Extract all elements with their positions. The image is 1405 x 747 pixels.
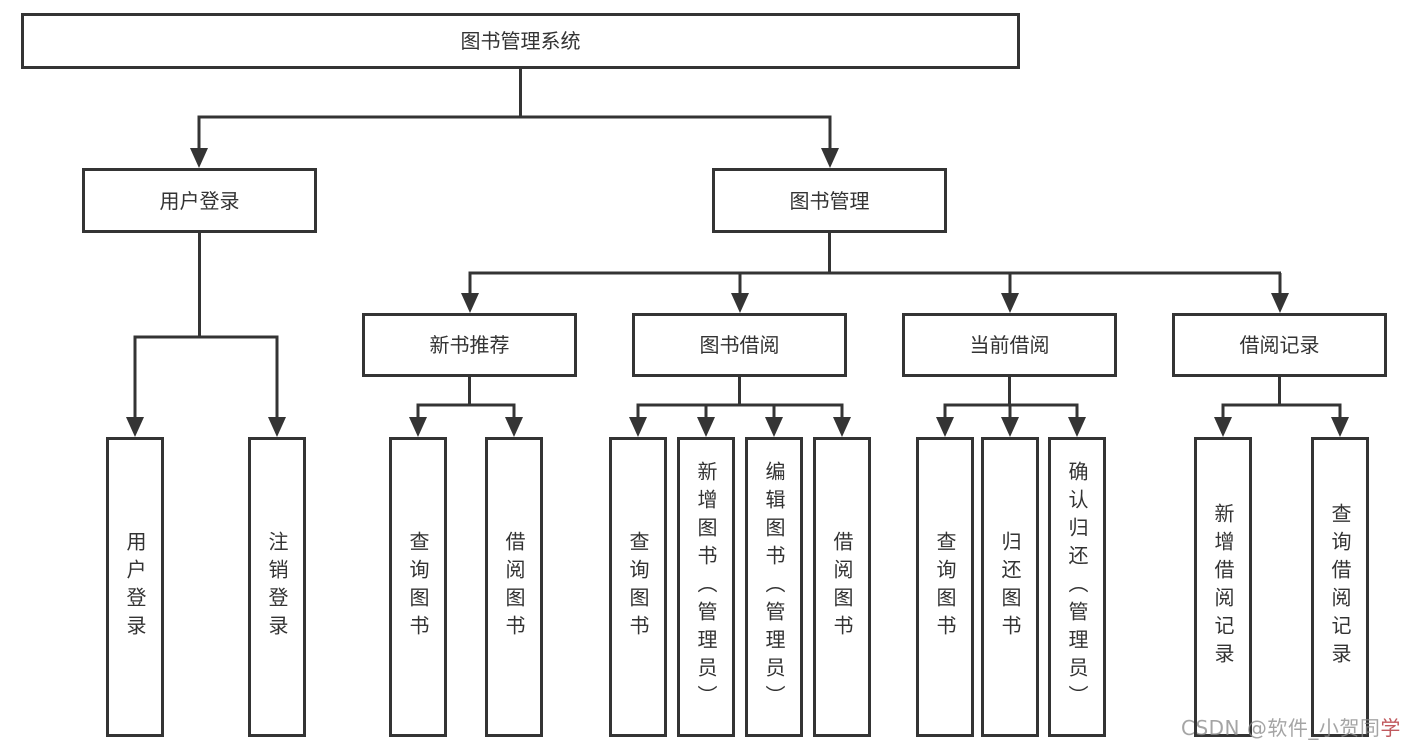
leaf-bb-edit-books-admin: 编辑图书（管理员） [745, 437, 803, 737]
arrowheads-root-to-level2 [190, 148, 839, 168]
leaf-nb-query-books-label: 查询图书 [406, 531, 430, 643]
leaf-user-login-label: 用户登录 [123, 531, 147, 643]
leaf-user-login: 用户登录 [106, 437, 164, 737]
leaf-bb-borrow-books: 借阅图书 [813, 437, 871, 737]
node-book-management: 图书管理 [712, 168, 947, 233]
leaf-bb-borrow-books-label: 借阅图书 [830, 531, 854, 643]
node-new-book-recommend: 新书推荐 [362, 313, 577, 377]
connector-current-borrow-branch [943, 377, 1079, 419]
node-root: 图书管理系统 [21, 13, 1020, 69]
csdn-watermark-text: CSDN @软件_小贺同 [1181, 716, 1381, 740]
node-user-login: 用户登录 [82, 168, 317, 233]
leaf-cb-return-books-label: 归还图书 [998, 531, 1022, 643]
leaf-logout-label: 注销登录 [265, 531, 289, 643]
connector-user-login-branch [133, 233, 279, 419]
connector-new-book-branch [416, 377, 516, 419]
connector-root-to-level2 [197, 69, 832, 150]
arrowheads-new-book-branch [409, 417, 523, 437]
connector-borrow-records-branch [1221, 377, 1342, 419]
leaf-br-add-borrow-record-label: 新增借阅记录 [1211, 503, 1235, 671]
node-book-borrow: 图书借阅 [632, 313, 847, 377]
arrowheads-current-borrow-branch [936, 417, 1086, 437]
leaf-cb-return-books: 归还图书 [981, 437, 1039, 737]
node-borrow-records: 借阅记录 [1172, 313, 1387, 377]
leaf-nb-borrow-books: 借阅图书 [485, 437, 543, 737]
leaf-br-query-borrow-record-label: 查询借阅记录 [1328, 503, 1352, 671]
leaf-br-add-borrow-record: 新增借阅记录 [1194, 437, 1252, 737]
leaf-cb-confirm-return-admin-label: 确认归还（管理员） [1065, 461, 1089, 713]
node-new-book-recommend-label: 新书推荐 [429, 333, 510, 357]
csdn-watermark: CSDN @软件_小贺同学 [1181, 716, 1401, 740]
arrowheads-borrow-records-branch [1214, 417, 1349, 437]
connector-book-borrow-branch [636, 377, 844, 419]
leaf-nb-borrow-books-label: 借阅图书 [502, 531, 526, 643]
node-borrow-records-label: 借阅记录 [1239, 333, 1320, 357]
node-current-borrow-label: 当前借阅 [969, 333, 1050, 357]
node-book-borrow-label: 图书借阅 [699, 333, 780, 357]
node-current-borrow: 当前借阅 [902, 313, 1117, 377]
leaf-bb-add-books-admin-label: 新增图书（管理员） [694, 461, 718, 713]
leaf-cb-query-books: 查询图书 [916, 437, 974, 737]
arrowheads-book-borrow-branch [629, 417, 851, 437]
leaf-bb-add-books-admin: 新增图书（管理员） [677, 437, 735, 737]
node-user-login-label: 用户登录 [159, 188, 240, 213]
leaf-bb-query-books-label: 查询图书 [626, 531, 650, 643]
leaf-bb-edit-books-admin-label: 编辑图书（管理员） [762, 461, 786, 713]
node-book-management-label: 图书管理 [789, 188, 870, 213]
leaf-br-query-borrow-record: 查询借阅记录 [1311, 437, 1369, 737]
arrowheads-book-management-branch [461, 293, 1289, 313]
node-root-label: 图书管理系统 [460, 29, 581, 53]
leaf-nb-query-books: 查询图书 [389, 437, 447, 737]
arrowheads-user-login-branch [126, 417, 286, 437]
leaf-cb-query-books-label: 查询图书 [933, 531, 957, 643]
leaf-cb-confirm-return-admin: 确认归还（管理员） [1048, 437, 1106, 737]
connector-book-management-branch [468, 233, 1282, 296]
leaf-logout: 注销登录 [248, 437, 306, 737]
leaf-bb-query-books: 查询图书 [609, 437, 667, 737]
csdn-watermark-accent: 学 [1380, 716, 1401, 740]
